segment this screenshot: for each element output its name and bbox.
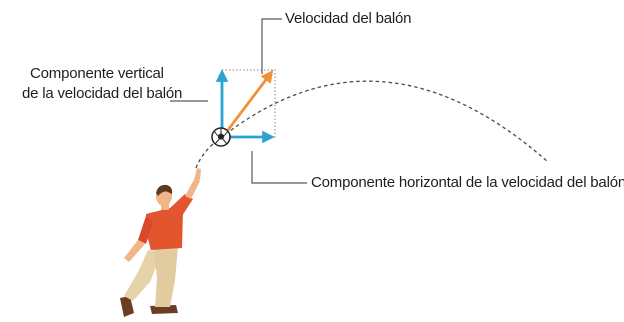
player-figure (120, 168, 201, 317)
ball-velocity-label: Velocidad del balón (285, 10, 412, 27)
horizontal-component-label: Componente horizontal de la velocidad de… (311, 174, 624, 191)
vertical-component-label-line1: Componente vertical (30, 65, 164, 82)
soccer-ball-icon (211, 127, 231, 147)
leader-line-horizontal (251, 151, 307, 184)
vertical-component-label-line2: de la velocidad del balón (22, 85, 183, 102)
ball-trajectory (195, 80, 549, 169)
velocity-arrow (226, 69, 274, 131)
leader-line-velocity (261, 18, 282, 74)
